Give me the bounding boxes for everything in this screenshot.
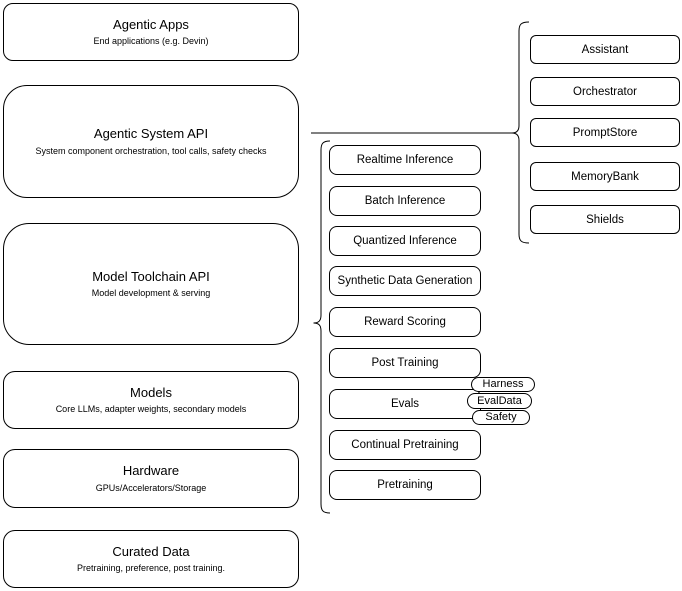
box-orchestrator-label: Orchestrator <box>573 85 637 98</box>
box-synthetic-data-generation-label: Synthetic Data Generation <box>337 275 473 287</box>
toolchain-column-brace <box>313 140 331 514</box>
box-promptstore-label: PromptStore <box>572 126 638 139</box>
box-pretraining: Pretraining <box>329 470 481 500</box>
box-assistant-label: Assistant <box>581 43 629 56</box>
box-agentic-apps: Agentic Apps End applications (e.g. Devi… <box>3 3 299 61</box>
box-promptstore: PromptStore <box>530 118 680 147</box>
box-reward-scoring-label: Reward Scoring <box>364 316 446 328</box>
box-quantized-inference: Quantized Inference <box>329 226 481 256</box>
box-hardware: Hardware GPUs/Accelerators/Storage <box>3 449 299 508</box>
box-model-toolchain-api-subtitle: Model development & serving <box>91 288 211 299</box>
box-pretraining-label: Pretraining <box>377 479 433 491</box>
box-memorybank: MemoryBank <box>530 162 680 191</box>
pill-harness-label: Harness <box>482 378 524 390</box>
pill-harness: Harness <box>471 377 535 392</box>
box-shields-label: Shields <box>586 213 624 226</box>
box-batch-inference: Batch Inference <box>329 186 481 216</box>
box-agentic-system-api: Agentic System API System component orch… <box>3 85 299 198</box>
box-synthetic-data-generation: Synthetic Data Generation <box>329 266 481 296</box>
pill-evaldata: EvalData <box>467 393 532 409</box>
box-realtime-inference: Realtime Inference <box>329 145 481 175</box>
box-realtime-inference-label: Realtime Inference <box>356 154 454 166</box>
box-memorybank-label: MemoryBank <box>571 170 639 183</box>
box-batch-inference-label: Batch Inference <box>364 195 446 207</box>
box-agentic-apps-subtitle: End applications (e.g. Devin) <box>93 36 209 47</box>
box-evals-label: Evals <box>390 398 420 410</box>
pill-safety-label: Safety <box>485 411 517 423</box>
box-curated-data: Curated Data Pretraining, preference, po… <box>3 530 299 588</box>
box-models-title: Models <box>130 384 172 400</box>
box-continual-pretraining-label: Continual Pretraining <box>351 439 459 451</box>
box-models: Models Core LLMs, adapter weights, secon… <box>3 371 299 429</box>
box-continual-pretraining: Continual Pretraining <box>329 430 481 460</box>
box-agentic-apps-title: Agentic Apps <box>113 16 189 32</box>
box-model-toolchain-api-title: Model Toolchain API <box>92 268 210 284</box>
box-evals: Evals <box>329 389 481 419</box>
box-reward-scoring: Reward Scoring <box>329 307 481 337</box>
box-curated-data-title: Curated Data <box>112 543 190 559</box>
box-curated-data-subtitle: Pretraining, preference, post training. <box>76 563 226 574</box>
box-assistant: Assistant <box>530 35 680 64</box>
box-shields: Shields <box>530 205 680 234</box>
box-hardware-subtitle: GPUs/Accelerators/Storage <box>95 482 207 493</box>
box-post-training: Post Training <box>329 348 481 378</box>
box-models-subtitle: Core LLMs, adapter weights, secondary mo… <box>55 404 247 415</box>
agentic-system-column-brace <box>511 21 530 244</box>
pill-safety: Safety <box>472 410 530 425</box>
box-quantized-inference-label: Quantized Inference <box>353 235 457 247</box>
box-agentic-system-api-subtitle: System component orchestration, tool cal… <box>35 145 267 156</box>
box-hardware-title: Hardware <box>122 463 180 479</box>
box-agentic-system-api-title: Agentic System API <box>93 126 209 142</box>
box-model-toolchain-api: Model Toolchain API Model development & … <box>3 223 299 345</box>
pill-evaldata-label: EvalData <box>477 394 522 407</box>
box-post-training-label: Post Training <box>371 357 439 369</box>
box-orchestrator: Orchestrator <box>530 77 680 106</box>
